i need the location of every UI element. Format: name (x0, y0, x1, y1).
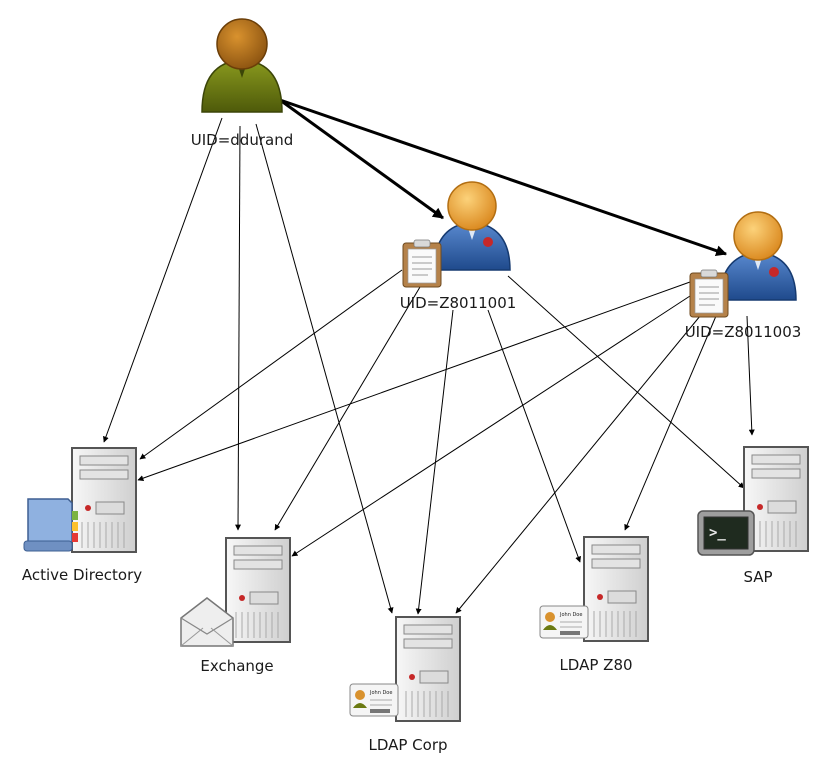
server-icon[interactable] (395, 616, 461, 722)
person-blue-icon[interactable] (719, 211, 797, 301)
clipboard-icon (402, 239, 442, 288)
edge-user-to-account3 (279, 98, 728, 256)
edge-account3-to-ldap_z80 (624, 315, 717, 531)
edge-user-to-active_directory (103, 117, 223, 443)
card-name-text: John Doe (559, 612, 582, 618)
edge-user-to-account1 (279, 98, 444, 220)
edge-account3-to-sap (746, 315, 755, 436)
server-icon[interactable] (71, 447, 137, 553)
person-blue-icon[interactable] (433, 181, 511, 271)
user-label: UID=ddurand (190, 131, 294, 149)
edge-account1-to-ldap_z80 (487, 309, 581, 563)
id-card-icon: John Doe (539, 605, 589, 639)
mail-envelope-icon (180, 597, 234, 647)
ldap-z80-label: LDAP Z80 (559, 656, 633, 674)
edge-account1-to-exchange (274, 286, 421, 531)
edge-account3-to-active_directory (137, 281, 691, 482)
person-green-icon[interactable] (201, 18, 283, 113)
edge-account3-to-exchange (291, 295, 691, 557)
active-directory-label: Active Directory (21, 566, 143, 584)
account-z8011001-label: UID=Z8011001 (399, 294, 517, 312)
edges-layer (103, 98, 755, 615)
card-name-text: John Doe (369, 690, 392, 696)
edge-account3-to-ldap_corp (455, 309, 706, 614)
server-icon[interactable] (225, 537, 291, 643)
terminal-prompt-text: >_ (709, 525, 726, 541)
clipboard-icon (689, 269, 729, 318)
server-icon[interactable] (583, 536, 649, 642)
edge-user-to-ldap_corp (255, 123, 394, 614)
edge-account1-to-active_directory (139, 269, 403, 460)
exchange-label: Exchange (200, 657, 274, 675)
address-book-icon (23, 498, 78, 552)
edge-account1-to-sap (507, 275, 745, 489)
sap-label: SAP (743, 568, 773, 586)
terminal-icon: >_ (697, 510, 755, 556)
account-z8011003-label: UID=Z8011003 (684, 323, 802, 341)
id-card-icon: John Doe (349, 683, 399, 717)
ldap-corp-label: LDAP Corp (368, 736, 448, 754)
edge-user-to-exchange (235, 125, 242, 531)
